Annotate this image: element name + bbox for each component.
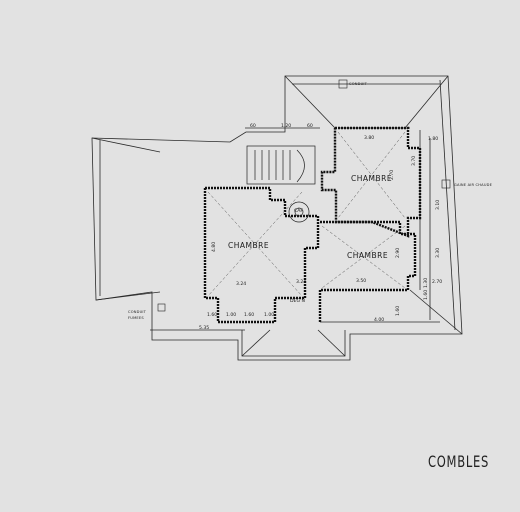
annotation-air-duct: GAINE AIR CHAUDE bbox=[454, 183, 493, 187]
dim-19: 1.00 bbox=[264, 313, 275, 318]
dim-6: 4.80 bbox=[212, 241, 217, 252]
dim-17: 1.00 bbox=[226, 313, 237, 318]
dim-15: 5.35 bbox=[199, 326, 210, 331]
chimney-symbol bbox=[338, 79, 348, 89]
dim-16: 1.60 bbox=[207, 313, 218, 318]
annotation-conduit-left: CONDUIT bbox=[128, 310, 147, 314]
wall-lower-right-room bbox=[318, 220, 417, 322]
dim-8: 3.10 bbox=[436, 199, 441, 210]
wall-left-room bbox=[203, 186, 320, 324]
dim-20: 4.00 bbox=[374, 318, 385, 323]
room-label-upper-right: CHAMBRE bbox=[351, 174, 393, 183]
dim-23: 1.30 bbox=[424, 277, 429, 288]
plan-title: COMBLES bbox=[428, 452, 490, 471]
room-label-left: CHAMBRE bbox=[228, 241, 270, 250]
dim-18: 1.60 bbox=[244, 313, 255, 318]
dim-13: 3.24 bbox=[296, 280, 307, 285]
dim-10: 3.30 bbox=[436, 247, 441, 258]
dim-3: 60 bbox=[307, 124, 313, 129]
annotation-fumes: FUMEES bbox=[128, 316, 144, 320]
dim-12: 3.24 bbox=[236, 282, 247, 287]
dim-2: 1.20 bbox=[281, 124, 292, 129]
dim-9: 3.70 bbox=[412, 155, 417, 166]
staircase bbox=[246, 145, 316, 185]
conduit-symbol bbox=[157, 303, 166, 312]
annotation-conduit-top: CONDUIT bbox=[349, 82, 368, 86]
dim-1: 60 bbox=[250, 124, 256, 129]
dim-24: 2.70 bbox=[432, 280, 443, 285]
dim-4: 3.80 bbox=[364, 136, 375, 141]
dim-21: 1.60 bbox=[396, 305, 401, 316]
dim-5: 1.80 bbox=[428, 137, 439, 142]
vent-symbol bbox=[441, 179, 451, 189]
stair-label: CAF bbox=[294, 209, 303, 214]
dim-22: 1.60 bbox=[424, 289, 429, 300]
roof-outline bbox=[91, 75, 463, 361]
dim-7: 2.70 bbox=[390, 169, 395, 180]
wall-upper-right-room bbox=[320, 126, 422, 238]
room-label-lower-right: CHAMBRE bbox=[347, 251, 389, 260]
small-room-label: DEG N bbox=[290, 299, 305, 304]
stair-well bbox=[288, 201, 310, 223]
dim-14: 3.50 bbox=[356, 279, 367, 284]
dim-11: 2.90 bbox=[396, 247, 401, 258]
